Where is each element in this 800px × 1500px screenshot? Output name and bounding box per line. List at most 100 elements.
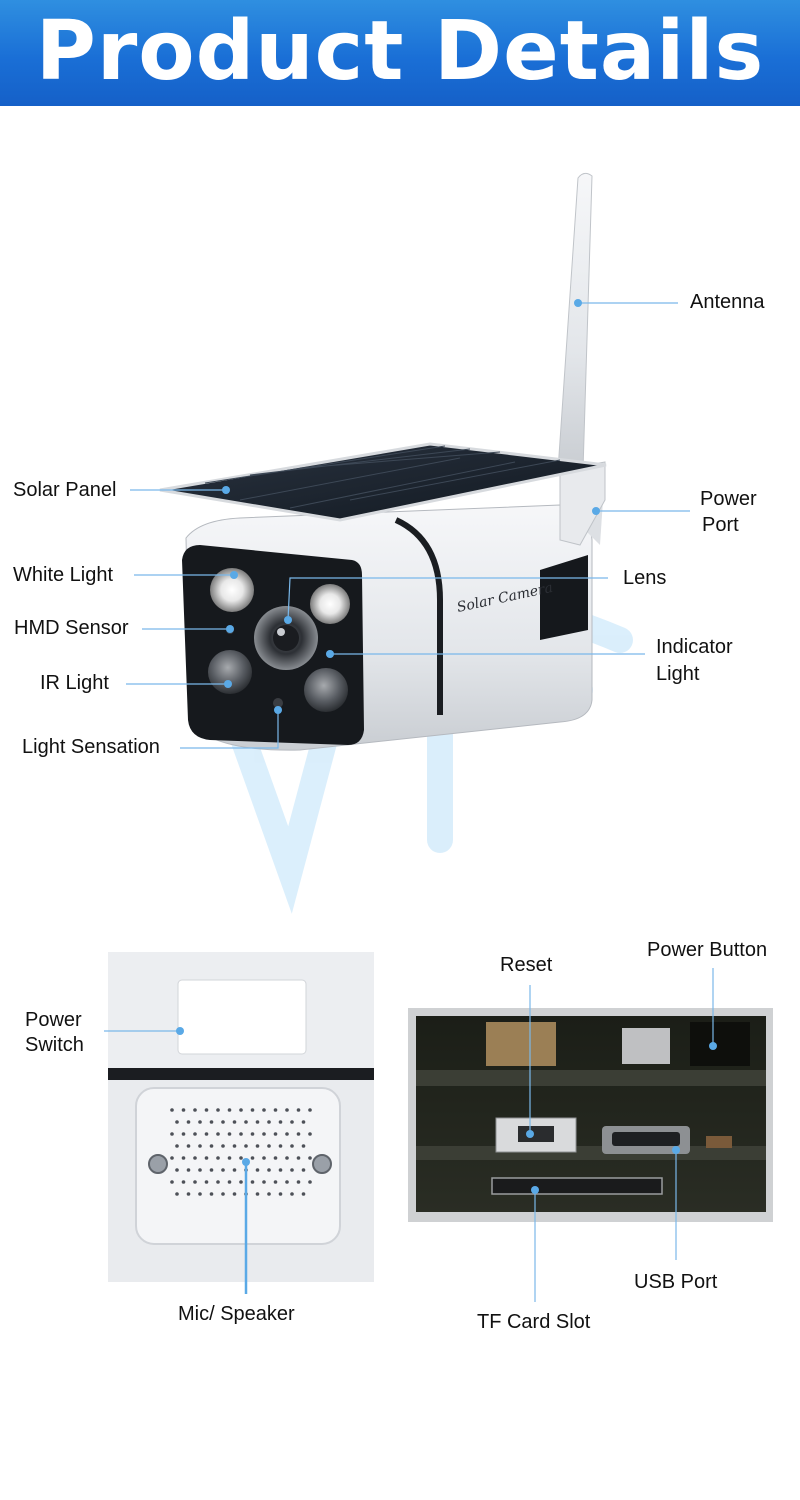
- grille-hole: [290, 1144, 294, 1148]
- grille-hole: [308, 1132, 312, 1136]
- grille-hole: [267, 1168, 271, 1172]
- grille-hole: [255, 1168, 260, 1172]
- label-lens: Lens: [623, 567, 667, 589]
- grille-hole: [232, 1168, 237, 1172]
- grille-hole: [175, 1144, 179, 1148]
- label-hmd-sensor: HMD Sensor: [14, 617, 129, 639]
- grille-hole: [267, 1120, 271, 1124]
- grille-hole: [301, 1192, 306, 1196]
- grille-hole: [232, 1144, 237, 1148]
- grille-hole: [216, 1108, 220, 1112]
- grille-hole: [232, 1192, 237, 1196]
- grille-hole: [308, 1108, 312, 1112]
- grille-hole: [227, 1108, 232, 1112]
- grille-hole: [262, 1132, 266, 1136]
- grille-hole: [193, 1180, 197, 1184]
- label-reset: Reset: [500, 954, 553, 976]
- grille-hole: [221, 1120, 225, 1124]
- grille-hole: [209, 1192, 214, 1196]
- label-power-button: Power Button: [647, 939, 768, 961]
- grille-hole: [250, 1156, 255, 1160]
- label-indicator-light-line1: Indicator: [656, 636, 733, 658]
- grille-hole: [170, 1132, 174, 1136]
- grille-hole: [204, 1156, 209, 1160]
- grille-hole: [204, 1132, 209, 1136]
- grille-hole: [290, 1192, 294, 1196]
- grille-hole: [170, 1156, 174, 1160]
- grille-hole: [296, 1180, 301, 1184]
- label-indicator-light-line2: Light: [656, 663, 700, 685]
- grille-hole: [273, 1180, 278, 1184]
- grille-hole: [250, 1180, 255, 1184]
- grille-hole: [296, 1108, 301, 1112]
- grille-hole: [290, 1168, 294, 1172]
- grille-hole: [198, 1120, 202, 1124]
- label-antenna: Antenna: [690, 291, 765, 313]
- label-mic-speaker: Mic/ Speaker: [178, 1303, 295, 1325]
- grille-hole: [209, 1144, 214, 1148]
- grille-hole: [244, 1120, 248, 1124]
- grille-hole: [216, 1180, 220, 1184]
- grille-hole: [193, 1108, 197, 1112]
- grille-hole: [198, 1168, 202, 1172]
- grille-hole: [239, 1108, 243, 1112]
- grille-hole: [267, 1144, 271, 1148]
- label-power-port-line1: Power: [700, 488, 757, 510]
- grille-hole: [209, 1120, 214, 1124]
- grille-hole: [290, 1120, 294, 1124]
- page-title: Product Details: [35, 4, 765, 99]
- grille-hole: [227, 1156, 232, 1160]
- label-tf-card-slot: TF Card Slot: [477, 1311, 591, 1333]
- grille-hole: [285, 1180, 289, 1184]
- grille-hole: [267, 1192, 271, 1196]
- grille-hole: [186, 1192, 191, 1196]
- grille-hole: [181, 1180, 186, 1184]
- grille-hole: [244, 1144, 248, 1148]
- grille-hole: [221, 1144, 225, 1148]
- grille-hole: [239, 1180, 243, 1184]
- grille-hole: [239, 1156, 243, 1160]
- grille-hole: [262, 1180, 266, 1184]
- grille-hole: [204, 1108, 209, 1112]
- grille-hole: [273, 1156, 278, 1160]
- grille-hole: [175, 1192, 179, 1196]
- grille-hole: [308, 1180, 312, 1184]
- side-panel-photo: [108, 952, 374, 1282]
- grille-hole: [273, 1132, 278, 1136]
- callout-lines: [104, 299, 717, 1302]
- grille-hole: [308, 1156, 312, 1160]
- grille-hole: [255, 1192, 260, 1196]
- grille-hole: [296, 1156, 301, 1160]
- grille-hole: [170, 1108, 174, 1112]
- grille-hole: [278, 1168, 283, 1172]
- grille-hole: [273, 1108, 278, 1112]
- solar-panel: [159, 442, 607, 522]
- pcb-photo: [408, 1008, 773, 1222]
- grille-hole: [255, 1120, 260, 1124]
- camera-body: Solar Camera: [182, 461, 606, 751]
- grille-hole: [285, 1156, 289, 1160]
- grille-hole: [250, 1108, 255, 1112]
- grille-hole: [301, 1168, 306, 1172]
- grille-hole: [204, 1180, 209, 1184]
- grille-hole: [239, 1132, 243, 1136]
- grille-hole: [193, 1132, 197, 1136]
- grille-hole: [250, 1132, 255, 1136]
- label-usb-port: USB Port: [634, 1271, 718, 1293]
- grille-hole: [209, 1168, 214, 1172]
- grille-hole: [255, 1144, 260, 1148]
- label-power-switch-line1: Power: [25, 1009, 82, 1031]
- antenna: [557, 172, 593, 471]
- grille-hole: [216, 1156, 220, 1160]
- grille-hole: [227, 1180, 232, 1184]
- grille-hole: [193, 1156, 197, 1160]
- grille-hole: [170, 1180, 174, 1184]
- label-solar-panel: Solar Panel: [13, 479, 117, 501]
- grille-hole: [181, 1156, 186, 1160]
- grille-hole: [181, 1132, 186, 1136]
- grille-hole: [198, 1144, 202, 1148]
- grille-hole: [278, 1120, 283, 1124]
- grille-hole: [175, 1168, 179, 1172]
- grille-hole: [221, 1192, 225, 1196]
